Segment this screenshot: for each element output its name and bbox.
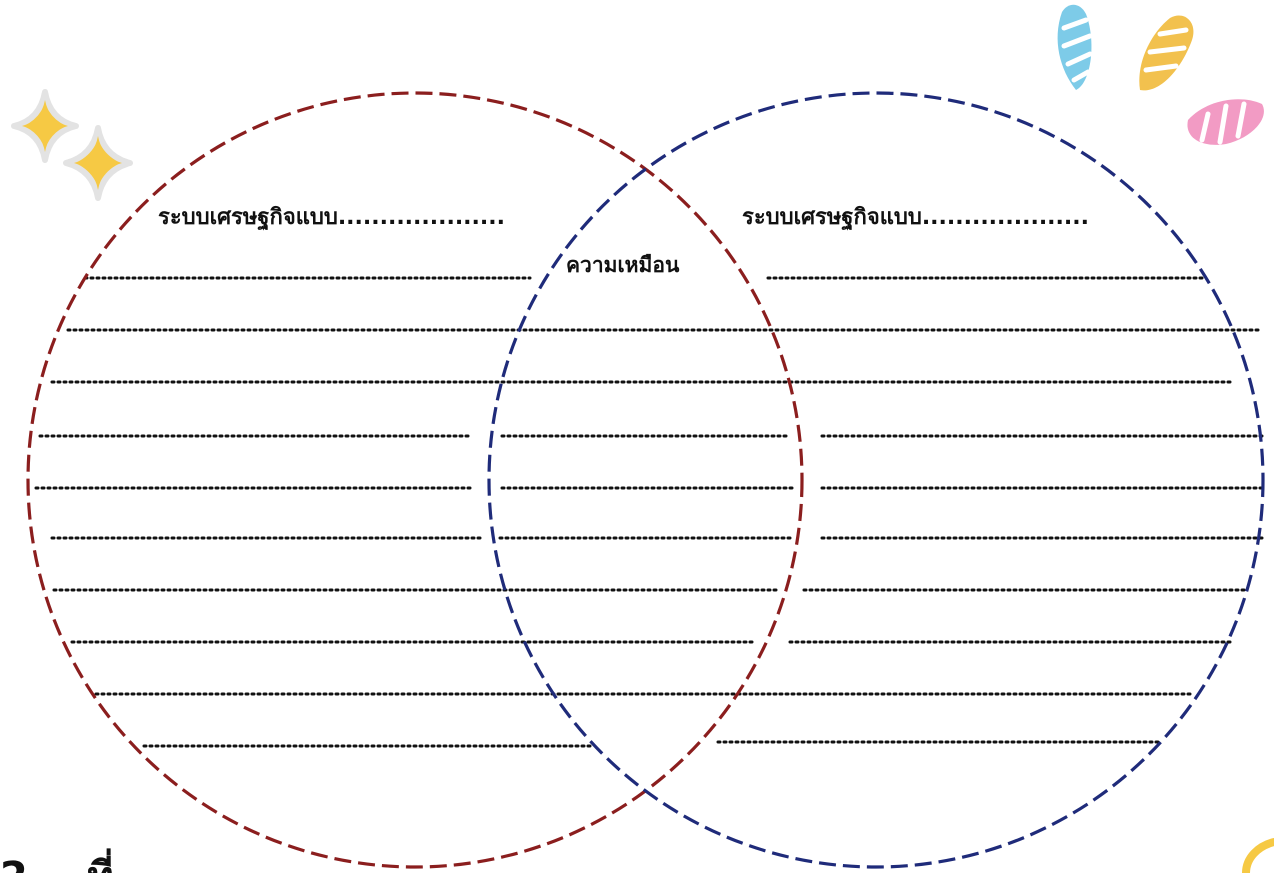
footer-partial-text: 2. ..ที่ — [0, 848, 114, 873]
squiggle-icon — [1187, 99, 1263, 145]
squiggle-icon — [1139, 15, 1193, 90]
squiggle-icon — [1058, 5, 1092, 90]
overlap-title: ความเหมือน — [566, 253, 680, 277]
corner-circle-decoration — [1246, 842, 1274, 873]
left-circle-title: ระบบเศรษฐกิจแบบ.................... — [158, 205, 505, 231]
sparkle-icon — [14, 92, 76, 160]
sparkle-icon — [66, 128, 130, 198]
right-circle-title: ระบบเศรษฐกิจแบบ.................... — [742, 205, 1089, 231]
